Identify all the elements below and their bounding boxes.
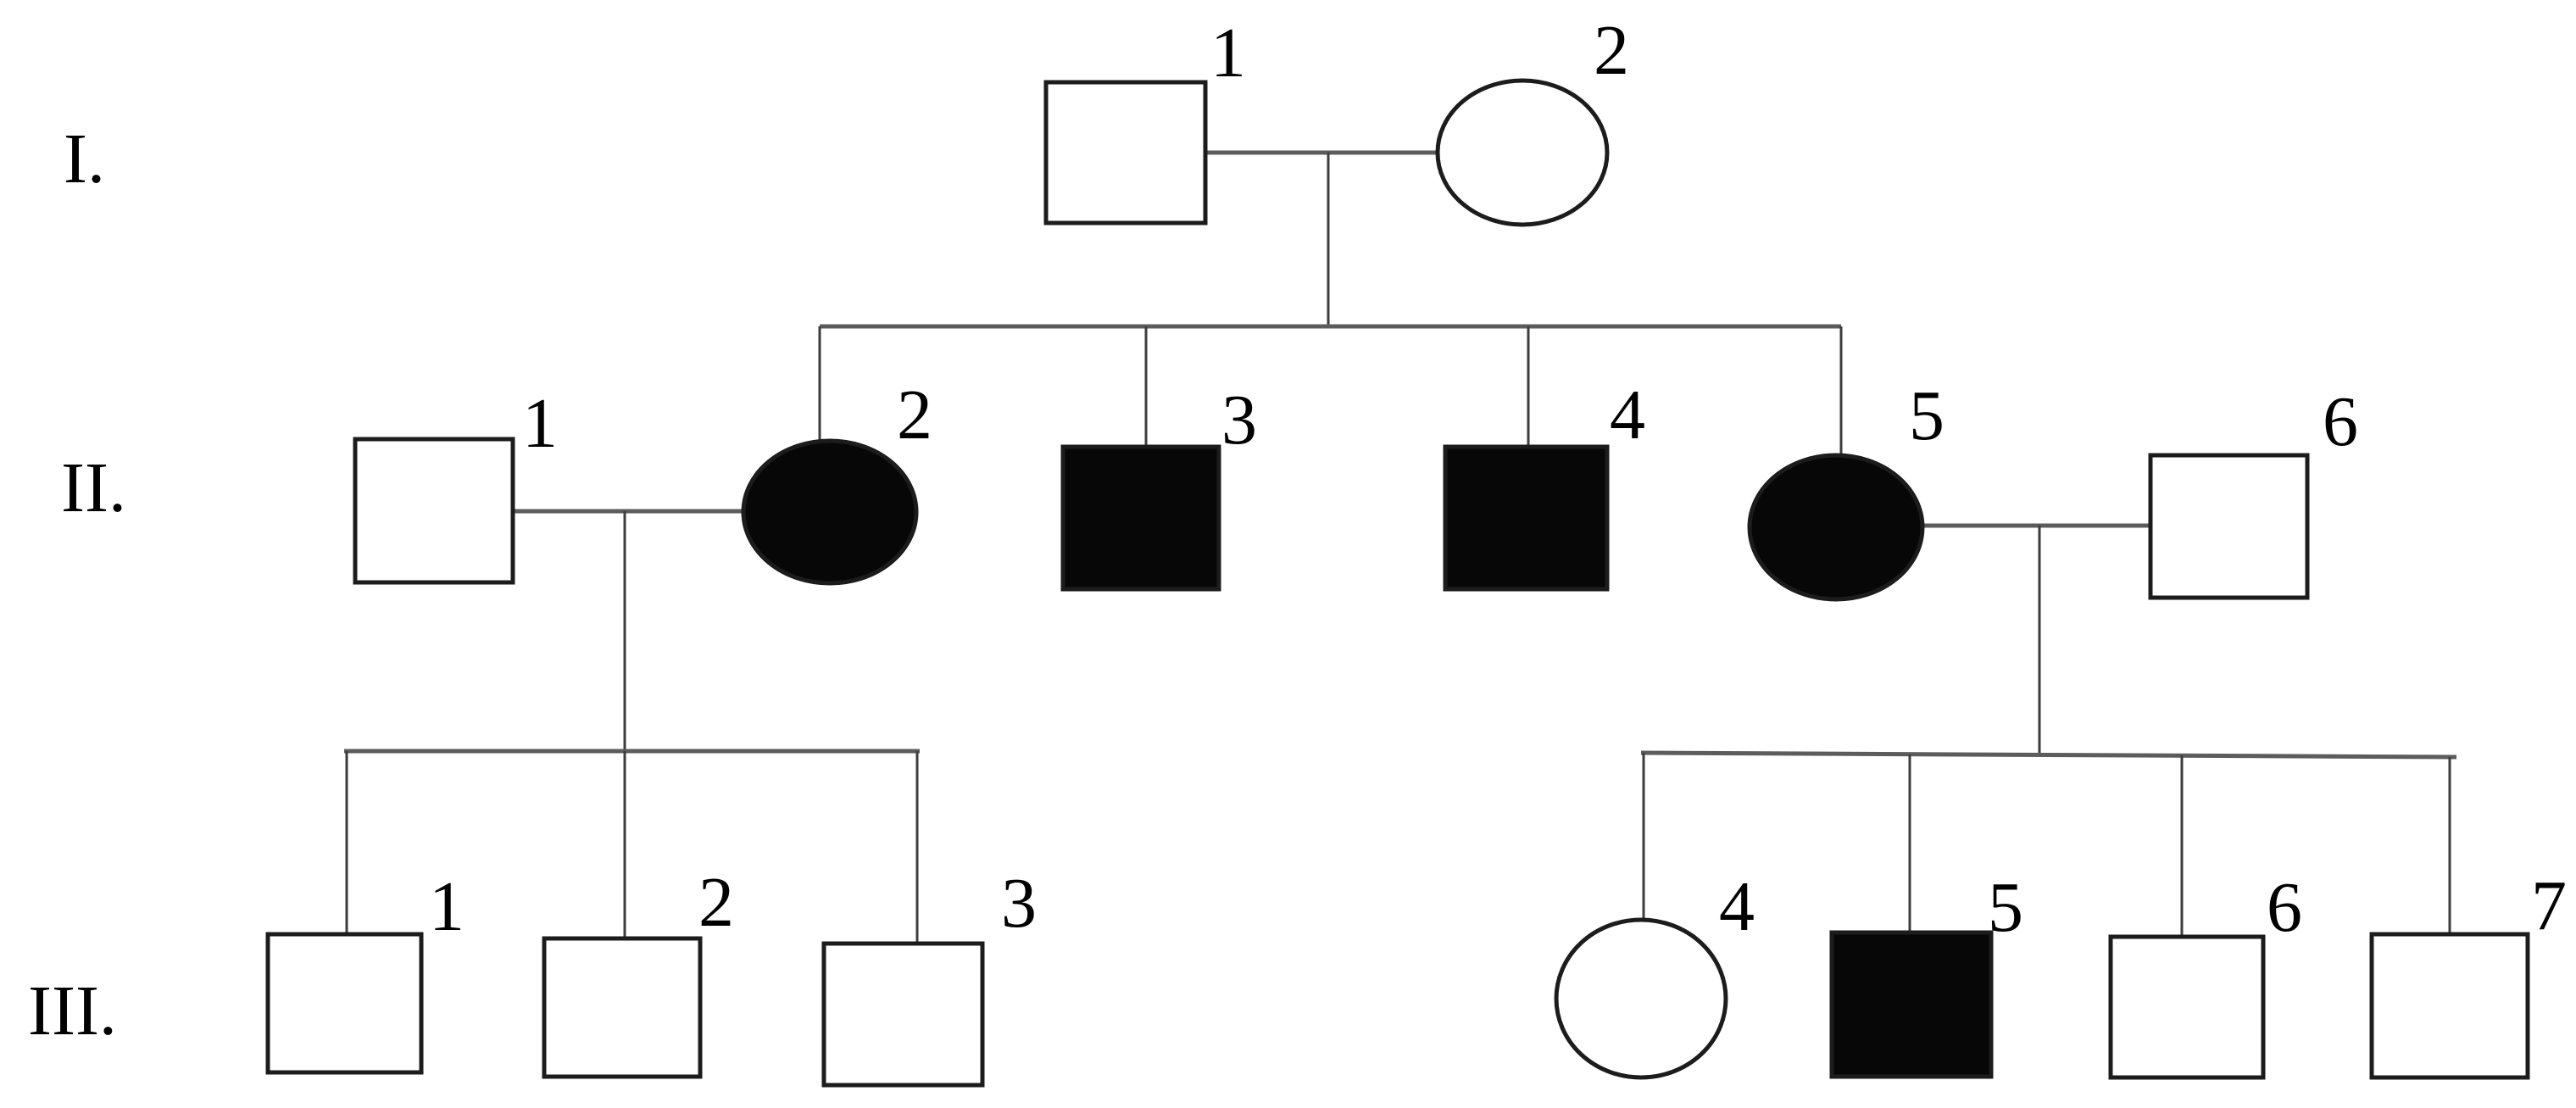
individual-number-II-1: 1: [522, 384, 558, 463]
individual-number-III-2: 2: [698, 863, 734, 942]
generation-label-gen-II: II.: [61, 448, 126, 527]
individual-III-3-male-square-unaffected: [821, 941, 985, 1088]
individual-III-4-female-circle-unaffected: [1554, 917, 1728, 1080]
generation-label-gen-III: III.: [28, 972, 117, 1050]
individual-II-6-male-square-unaffected: [2148, 453, 2310, 600]
individual-number-III-6: 6: [2267, 868, 2302, 947]
generation-label-gen-I: I.: [64, 120, 105, 198]
individual-I-2-female-circle-unaffected: [1435, 78, 1610, 227]
individual-II-3-male-square-affected: [1060, 444, 1221, 592]
individual-number-II-6: 6: [2323, 382, 2358, 461]
individual-II-4-male-square-affected: [1443, 444, 1610, 592]
individual-number-III-3: 3: [1001, 864, 1037, 943]
connector-sibship-gen-III-right: [1640, 750, 2457, 760]
individual-number-II-2: 2: [897, 376, 932, 454]
individual-number-II-4: 4: [1610, 376, 1645, 454]
individual-III-6-male-square-unaffected: [2108, 934, 2266, 1080]
individual-I-1-male-square-unaffected: [1043, 80, 1208, 225]
individual-III-7-male-square-unaffected: [2369, 932, 2530, 1080]
individual-number-III-4: 4: [1719, 867, 1755, 946]
individual-II-2-female-circle-affected: [741, 438, 919, 586]
individual-III-5-male-square-affected: [1829, 930, 1994, 1079]
individual-number-II-3: 3: [1221, 381, 1257, 459]
individual-number-II-5: 5: [1909, 376, 1945, 455]
individual-number-III-1: 1: [429, 867, 465, 946]
individual-number-III-5: 5: [1988, 868, 2023, 947]
individual-number-III-7: 7: [2531, 866, 2567, 945]
individual-III-1-male-square-unaffected: [265, 932, 424, 1075]
individual-II-5-female-circle-affected: [1747, 453, 1925, 602]
individual-III-2-male-square-unaffected: [542, 936, 703, 1079]
individual-number-I-1: 1: [1210, 14, 1246, 92]
individual-number-I-2: 2: [1594, 11, 1629, 90]
individual-II-1-male-square-unaffected: [353, 437, 515, 585]
